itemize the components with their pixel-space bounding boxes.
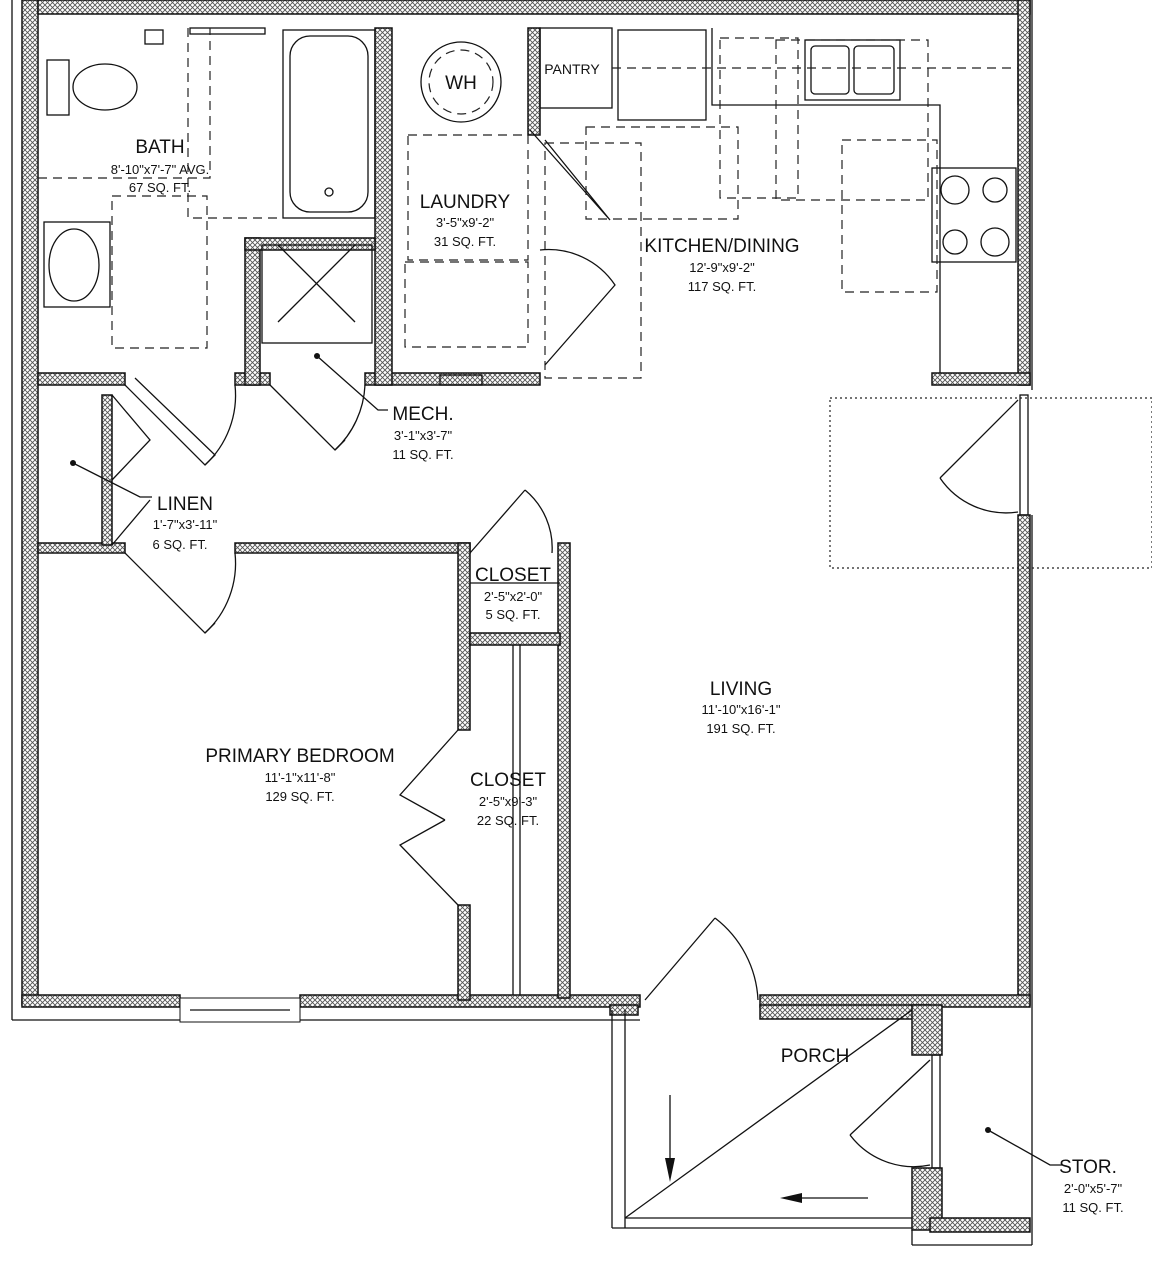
- vent: [439, 374, 483, 386]
- linen-name: LINEN: [157, 494, 213, 515]
- laundry-name: LAUNDRY: [420, 192, 511, 213]
- storage-area: 11 SQ. FT.: [1062, 1200, 1123, 1215]
- porch-name: PORCH: [781, 1046, 850, 1067]
- closet-small-name: CLOSET: [475, 565, 551, 586]
- bath-dims: 8'-10"x7'-7" AVG.: [111, 162, 210, 177]
- bath-area: 67 SQ. FT.: [129, 180, 191, 195]
- room-labels: BATH 8'-10"x7'-7" AVG. 67 SQ. FT. LAUNDR…: [111, 61, 1124, 1215]
- laundry-area: 31 SQ. FT.: [434, 234, 496, 249]
- mech-area: 11 SQ. FT.: [392, 447, 453, 462]
- mech-unit: [261, 244, 373, 344]
- bedroom-dims: 11'-1"x11'-8": [265, 770, 336, 785]
- bedroom-name: PRIMARY BEDROOM: [205, 746, 394, 767]
- porch-walls: [609, 1004, 1032, 1246]
- bathtub: [282, 29, 376, 219]
- kitchen-dims: 12'-9"x9'-2": [689, 260, 755, 275]
- bath-name: BATH: [135, 137, 184, 158]
- kitchen-area: 117 SQ. FT.: [688, 279, 756, 294]
- patio-outline: [829, 397, 1152, 569]
- closet-large-name: CLOSET: [470, 770, 546, 791]
- living-dims: 11'-10"x16'-1": [702, 702, 781, 717]
- storage-dims: 2'-0"x5'-7": [1064, 1181, 1123, 1196]
- sink: [43, 221, 111, 308]
- mech-dims: 3'-1"x3'-7": [394, 428, 453, 443]
- leaders: [70, 353, 1062, 1166]
- water-heater: [420, 41, 502, 123]
- closet-small-dims: 2'-5"x2'-0": [484, 589, 543, 604]
- pantry-label: PANTRY: [544, 61, 600, 77]
- stove: [931, 167, 1017, 263]
- interior-walls: [37, 27, 1031, 1001]
- closet-large-area: 22 SQ. FT.: [477, 813, 539, 828]
- laundry-dims: 3'-5"x9'-2": [436, 215, 495, 230]
- closet-small-area: 5 SQ. FT.: [486, 607, 541, 622]
- linen-dims: 1'-7"x3'-11": [153, 517, 218, 532]
- closet-large-dims: 2'-5"x9'-3": [479, 794, 538, 809]
- living-name: LIVING: [710, 679, 772, 700]
- refrigerator: [617, 29, 707, 121]
- mech-name: MECH.: [392, 404, 453, 425]
- fixtures: [38, 27, 1152, 995]
- storage-name: STOR.: [1059, 1157, 1117, 1178]
- doors: [111, 129, 1029, 1169]
- linen-area: 6 SQ. FT.: [153, 537, 208, 552]
- living-area: 191 SQ. FT.: [706, 721, 775, 736]
- kitchen-sink: [804, 39, 901, 101]
- toilet-tank: [46, 59, 70, 116]
- toilet: [72, 63, 138, 111]
- water-heater-label: WH: [445, 73, 477, 94]
- kitchen-name: KITCHEN/DINING: [644, 236, 799, 257]
- bedroom-area: 129 SQ. FT.: [265, 789, 334, 804]
